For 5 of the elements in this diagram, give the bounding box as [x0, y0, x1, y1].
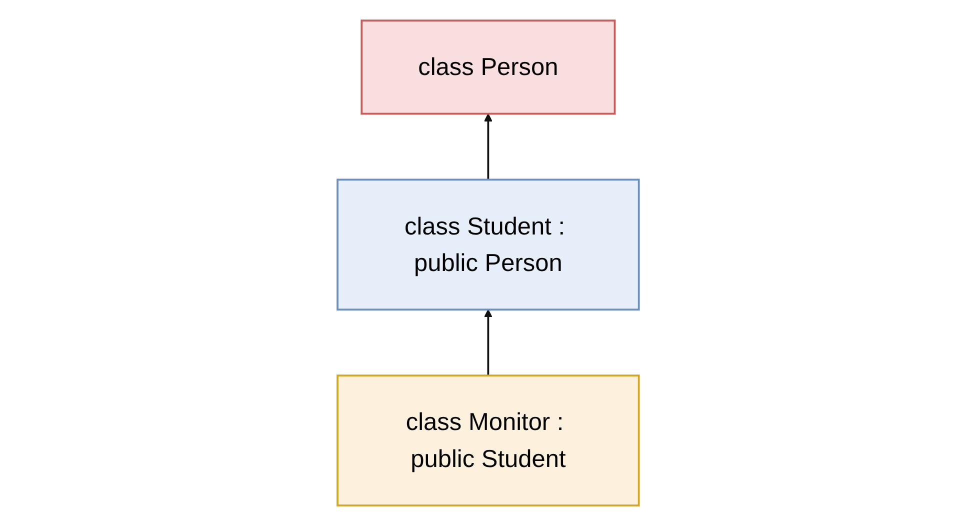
arrow — [484, 113, 492, 180]
node-box: class Student : public Person — [336, 178, 640, 311]
arrow — [484, 309, 492, 376]
node-box: class Monitor : public Student — [336, 374, 640, 506]
node-box: class Person — [360, 20, 616, 115]
